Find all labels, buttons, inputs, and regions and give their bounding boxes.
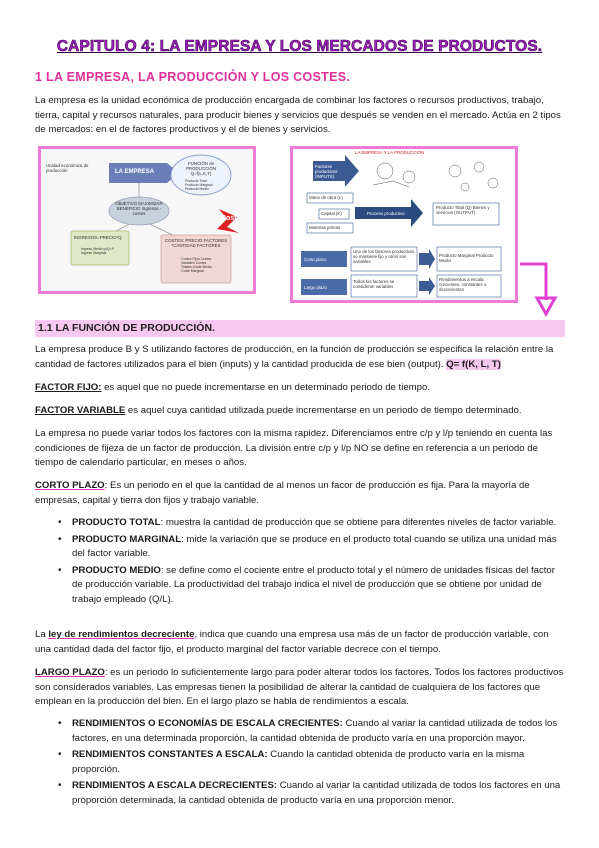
list-item-producto-medio: PRODUCTO MEDIO: se define como el cocien… — [35, 564, 565, 608]
mindmap-costs-sub: Costes Fijos Costes Variables Costes Tot… — [181, 257, 212, 273]
largo-plazo-paragraph: LARGO PLAZO: es un periodo lo suficiente… — [35, 666, 565, 710]
corto-plazo-list: PRODUCTO TOTAL: muestra la cantidad de p… — [35, 516, 565, 608]
factor-variable-term: FACTOR VARIABLE — [35, 405, 126, 416]
diagram-corto-label: Corto plazo — [304, 257, 327, 262]
largo-plazo-text: : es un periodo lo suficientemente largo… — [35, 667, 564, 708]
funcion-produccion-paragraph: La empresa produce B y S utilizando fact… — [35, 343, 565, 372]
mindmap-objective-label: OBJETIVO MAXIMIZAR BENEFICIO Ingresos - … — [115, 201, 163, 217]
diagram-largo-out: Rendimientos a escala: crecientes, const… — [439, 277, 487, 293]
diagram-largo-label: Largo plazo — [304, 285, 327, 290]
diagram-inputs-label: Factores productivos (INPUTS) — [315, 164, 338, 180]
cp-lp-paragraph: La empresa no puede variar todos los fac… — [35, 428, 553, 469]
factor-fijo-text: es aquel que no puede incrementarse en u… — [101, 382, 430, 393]
mindmap-unit-label: Unidad económica de producción — [46, 163, 89, 174]
factor-variable-text: es aquel cuya cantidad utilizada puede i… — [125, 405, 522, 416]
intro-paragraph: La empresa es la unidad económica de pro… — [35, 95, 561, 136]
chapter-title: CAPITULO 4: LA EMPRESA Y LOS MERCADOS DE… — [56, 38, 543, 56]
mindmap-costs-label: COSTES: PRECIO FACTORES *CANTIDAD FACTOR… — [164, 238, 228, 249]
diagram-largo-desc: Todos los factores se consideran variabl… — [353, 279, 395, 290]
mindmap-cost-tag: Cost — [221, 215, 237, 222]
factor-fijo-paragraph: FACTOR FIJO: es aquel que no puede incre… — [35, 381, 565, 396]
formula-highlight: Q= f(K, L, T) — [446, 358, 501, 370]
corto-plazo-text: : Es un periodo en el que la cantidad de… — [35, 480, 530, 506]
ley-rendimientos-text: , indica que cuando una empresa usa más … — [35, 629, 549, 655]
diagram-corto-desc: Uno de los factores productivos se manti… — [353, 249, 415, 265]
ley-rendimientos-term: ley de rendimientos decreciente — [48, 629, 195, 640]
diagram-corto-out: Producto Marginal Producto Medio — [439, 253, 494, 264]
mindmap-function-sub: Producto Total Producto Marginal Product… — [185, 179, 213, 191]
list-item-producto-marginal: PRODUCTO MARGINAL: mide la variación que… — [35, 533, 565, 562]
section-heading-1-1-text: 1.1 LA FUNCIÓN DE PRODUCCIÓN. — [38, 322, 215, 334]
funcion-produccion-text: La empresa produce B y S utilizando fact… — [35, 344, 554, 370]
corto-plazo-paragraph: CORTO PLAZO: Es un periodo en el que la … — [35, 479, 565, 508]
diagram-output-label: Producto Total (Q) Bienes y servicios (O… — [436, 205, 490, 216]
diagram-mano-label: Mano de obra (L) — [309, 195, 343, 200]
diagram-top-label: LA EMPRESA Y LA PRODUCCIÓN — [355, 150, 425, 155]
largo-plazo-term: LARGO PLAZO — [35, 667, 105, 678]
diagram-capital-label: Capital (K) — [321, 211, 342, 216]
production-diagram-graphic — [301, 155, 502, 298]
figure-empresa-mindmap: Unidad económica de producción LA EMPRES… — [38, 146, 256, 294]
pink-arrow-icon — [520, 262, 558, 318]
diagram-proceso-label: Proceso productivo — [367, 211, 405, 216]
mindmap-graphic — [41, 149, 253, 291]
mindmap-income-label: INGRESOS=PRECIO*Q — [74, 235, 122, 240]
factor-variable-paragraph: FACTOR VARIABLE es aquel cuya cantidad u… — [35, 404, 565, 419]
figure-produccion-diagram: LA EMPRESA Y LA PRODUCCIÓN Factores prod… — [290, 146, 518, 303]
list-item-rendimientos-decrecientes: RENDIMIENTOS A ESCALA DECRECIENTES: Cuan… — [35, 779, 565, 808]
diagram-materias-label: Materias primas — [309, 225, 341, 230]
ley-rendimientos-paragraph: La ley de rendimientos decreciente, indi… — [35, 629, 549, 655]
section-heading-1: 1 LA EMPRESA, LA PRODUCCIÓN Y LOS COSTES… — [35, 70, 351, 84]
section-heading-1-1: 1.1 LA FUNCIÓN DE PRODUCCIÓN. — [35, 320, 565, 337]
factor-fijo-term: FACTOR FIJO: — [35, 382, 102, 393]
list-item-producto-total: PRODUCTO TOTAL: muestra la cantidad de p… — [35, 516, 565, 531]
list-item-rendimientos-constantes: RENDIMIENTOS CONSTANTES A ESCALA: Cuando… — [35, 748, 565, 777]
largo-plazo-list: RENDIMIENTOS O ECONOMÍAS DE ESCALA CRECI… — [35, 717, 565, 809]
mindmap-income-sub: Ingreso Medio=p/Q=P Ingreso Marginal — [81, 247, 115, 255]
corto-plazo-term: CORTO PLAZO — [35, 480, 105, 491]
mindmap-center-label: LA EMPRESA — [115, 169, 155, 175]
mindmap-function-label: FUNCIÓN de PRODUCCIÓN Q=f(L,K,T) — [185, 161, 216, 177]
list-item-rendimientos-crecientes: RENDIMIENTOS O ECONOMÍAS DE ESCALA CRECI… — [35, 717, 565, 746]
